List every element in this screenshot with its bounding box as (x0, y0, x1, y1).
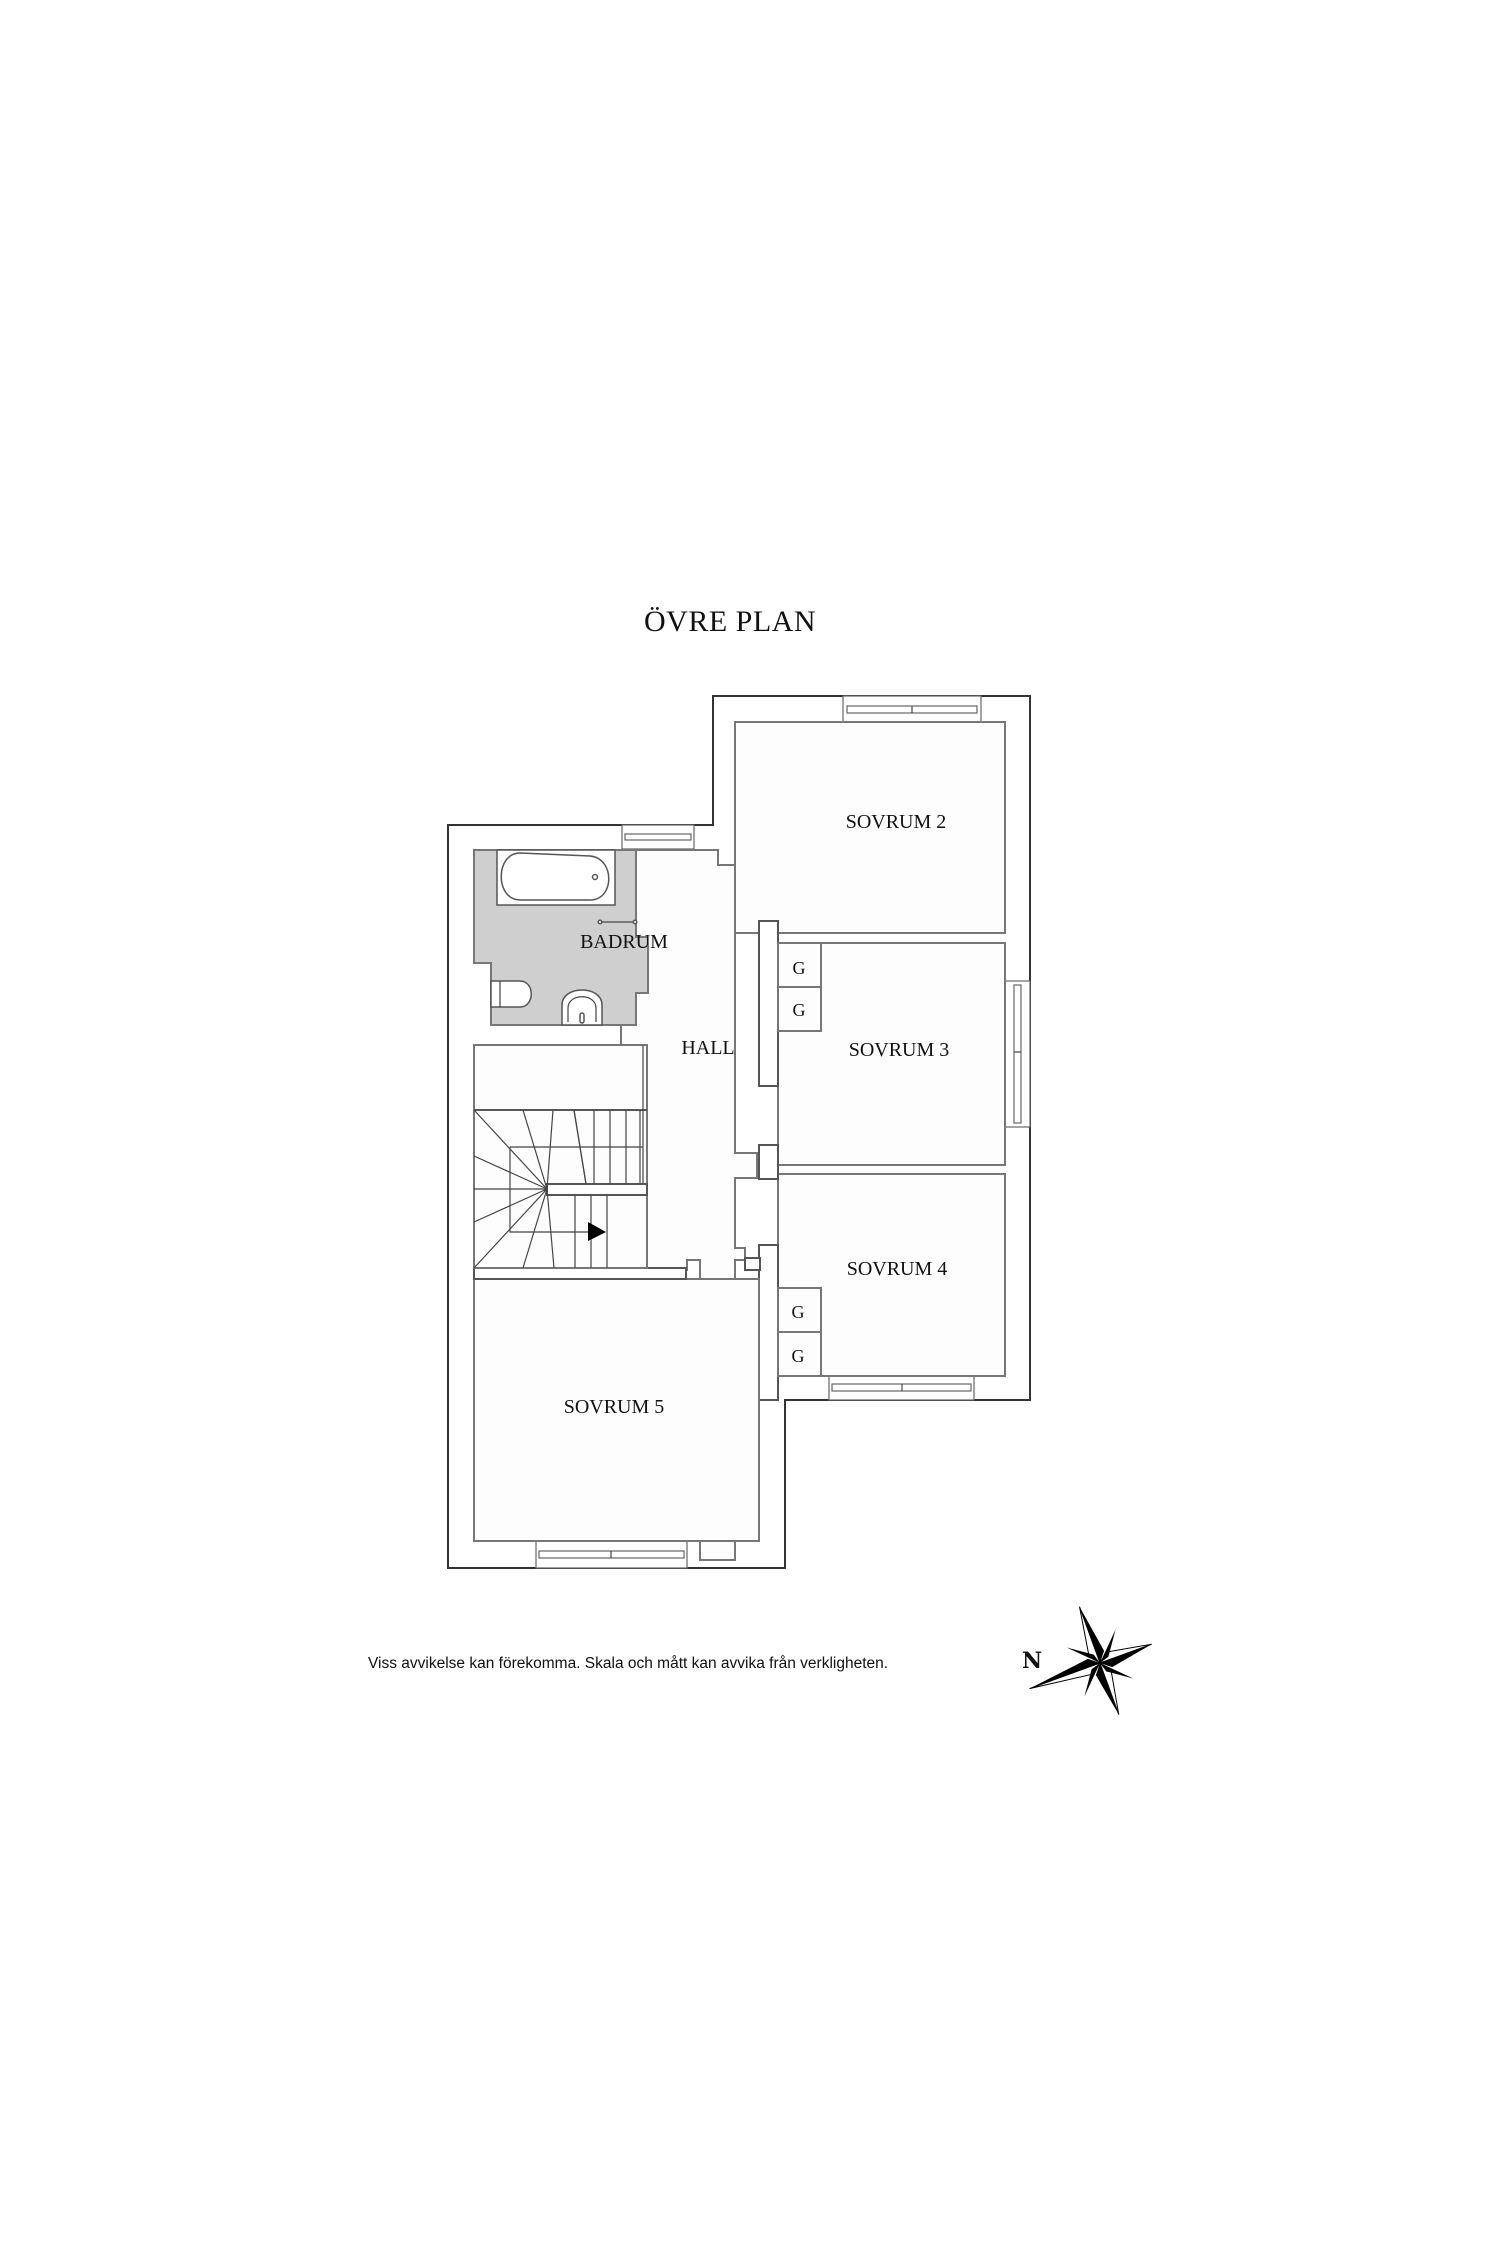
room-sovrum2[interactable] (734, 721, 1006, 934)
wardrobe-sovrum4-2[interactable]: G (777, 1331, 822, 1377)
window-badrum (621, 824, 695, 850)
window-sovrum3 (1004, 980, 1031, 1128)
bathtub-icon (496, 849, 616, 906)
wardrobe-label: G (793, 1000, 806, 1020)
wall-stub (758, 1144, 779, 1180)
shower-screen-icon (597, 919, 638, 925)
sink-icon (561, 989, 603, 1026)
north-label: N (1022, 1648, 1043, 1674)
window-sovrum5 (535, 1540, 688, 1569)
wardrobe-label: G (792, 1346, 805, 1366)
room-label-hall: HALL (681, 1037, 734, 1059)
disclaimer-text: Viss avvikelse kan förekomma. Skala och … (368, 1655, 889, 1672)
wardrobe-sovrum3-2[interactable]: G (777, 986, 822, 1032)
staircase[interactable] (473, 1044, 648, 1269)
room-label-badrum: BADRUM (580, 931, 668, 953)
stair-wall (473, 1267, 687, 1280)
closet-wall-sovrum4 (758, 1244, 779, 1401)
window-sovrum2 (842, 695, 982, 723)
room-label-sovrum2: SOVRUM 2 (846, 811, 947, 833)
stair-direction-arrow-icon (588, 1222, 606, 1241)
wardrobe-sovrum4-1[interactable]: G (777, 1287, 822, 1333)
wall-nib (744, 1257, 761, 1271)
room-sovrum3[interactable] (777, 942, 1006, 1166)
closet-wall-sovrum3 (758, 920, 779, 1087)
plan-title: ÖVRE PLAN (643, 605, 816, 638)
toilet-icon (490, 980, 532, 1008)
wardrobe-label: G (793, 958, 806, 978)
wardrobe-label: G (792, 1302, 805, 1322)
wardrobe-sovrum3-1[interactable]: G (777, 942, 822, 988)
window-sovrum4 (828, 1375, 975, 1401)
room-label-sovrum3: SOVRUM 3 (849, 1039, 950, 1061)
room-label-sovrum5: SOVRUM 5 (564, 1396, 665, 1418)
room-label-sovrum4: SOVRUM 4 (847, 1258, 948, 1280)
